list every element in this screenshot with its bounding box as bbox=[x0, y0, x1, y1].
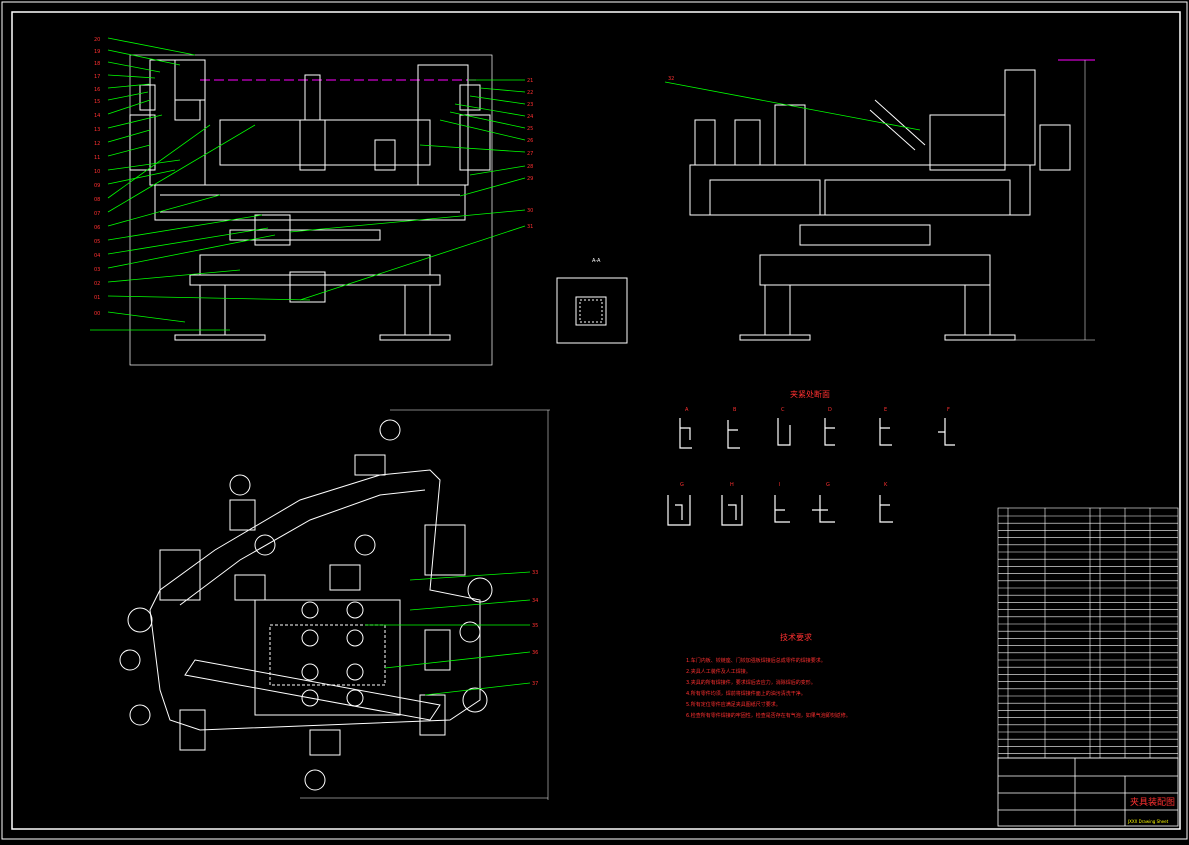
profile-letter: B bbox=[733, 407, 737, 413]
section-view-label: A-A bbox=[592, 258, 601, 264]
title-block bbox=[997, 757, 1179, 827]
svg-text:11: 11 bbox=[94, 155, 100, 161]
svg-text:08: 08 bbox=[94, 197, 100, 203]
svg-text:05: 05 bbox=[94, 239, 100, 245]
profile-letter: A bbox=[685, 407, 689, 413]
tech-requirements-title: 技术要求 bbox=[780, 632, 812, 642]
svg-text:33: 33 bbox=[532, 570, 538, 576]
svg-text:17: 17 bbox=[94, 74, 100, 80]
svg-text:16: 16 bbox=[94, 87, 100, 93]
tech-note-1: 1.车门内板、铰链座、门铰加强板焊接后总成零件的焊接要求。 bbox=[686, 657, 826, 664]
svg-text:29: 29 bbox=[527, 176, 533, 182]
front-view-leaders bbox=[90, 37, 526, 331]
svg-text:15: 15 bbox=[94, 99, 100, 105]
tech-note-6: 6.检查所有零件焊接的牢固性，检查是否存在有气泡，如果气泡即刻返修。 bbox=[686, 712, 851, 719]
svg-text:06: 06 bbox=[94, 225, 100, 231]
svg-text:07: 07 bbox=[94, 211, 100, 217]
svg-text:37: 37 bbox=[532, 681, 538, 687]
side-view-part-number: 32 bbox=[668, 76, 674, 82]
svg-text:12: 12 bbox=[94, 141, 100, 147]
svg-text:28: 28 bbox=[527, 164, 533, 170]
front-view-part-numbers: 20 19 18 17 16 15 14 13 12 11 10 09 08 07 06 05 04 0… bbox=[94, 37, 533, 317]
profile-letter: G bbox=[826, 482, 830, 488]
svg-text:25: 25 bbox=[527, 126, 533, 132]
top-view bbox=[119, 409, 550, 800]
sheet-inner-border bbox=[11, 11, 1181, 830]
profile-letter: H bbox=[730, 482, 734, 488]
svg-text:26: 26 bbox=[527, 138, 533, 144]
svg-text:20: 20 bbox=[94, 37, 100, 43]
svg-text:00: 00 bbox=[94, 311, 100, 317]
tech-note-4: 4.所有零件均须，焊前将焊接件面上的油污清洗干净。 bbox=[686, 690, 806, 697]
svg-text:35: 35 bbox=[532, 623, 538, 629]
profile-letter: G bbox=[680, 482, 684, 488]
svg-text:03: 03 bbox=[94, 267, 100, 273]
technical-requirements: 技术要求 1.车门内板、铰链座、门铰加强板焊接后总成零件的焊接要求。 2.夹具人… bbox=[686, 632, 851, 719]
svg-text:24: 24 bbox=[527, 114, 533, 120]
tech-note-2: 2.夹具人工装件及人工焊接。 bbox=[686, 668, 751, 675]
top-view-part-numbers: 33 34 35 36 37 bbox=[532, 570, 538, 687]
parts-list-table bbox=[997, 507, 1179, 759]
profile-letter: D bbox=[828, 407, 832, 413]
front-view bbox=[129, 54, 493, 366]
svg-text:34: 34 bbox=[532, 598, 538, 604]
svg-text:27: 27 bbox=[527, 151, 533, 157]
svg-text:10: 10 bbox=[94, 169, 100, 175]
profile-sections-title: 夹紧处断面 bbox=[790, 389, 830, 399]
side-view bbox=[689, 59, 1095, 341]
svg-text:19: 19 bbox=[94, 49, 100, 55]
svg-text:02: 02 bbox=[94, 281, 100, 287]
svg-text:22: 22 bbox=[527, 90, 533, 96]
profile-letter: F bbox=[947, 407, 950, 413]
svg-text:18: 18 bbox=[94, 61, 100, 67]
profile-letter: E bbox=[884, 407, 887, 413]
svg-text:31: 31 bbox=[527, 224, 533, 230]
section-view-aa: A-A bbox=[556, 258, 628, 344]
profile-letter: C bbox=[781, 407, 785, 413]
tech-note-5: 5.所有定位零件应满足夹具图纸尺寸要求。 bbox=[686, 701, 781, 708]
top-view-leaders bbox=[365, 571, 531, 696]
svg-text:30: 30 bbox=[527, 208, 533, 214]
profile-letter: I bbox=[779, 482, 780, 488]
title-block-company: JXXX Drawing Sheet bbox=[1127, 819, 1169, 824]
svg-text:04: 04 bbox=[94, 253, 100, 259]
svg-text:23: 23 bbox=[527, 102, 533, 108]
svg-text:36: 36 bbox=[532, 650, 538, 656]
svg-text:01: 01 bbox=[94, 295, 100, 301]
svg-text:09: 09 bbox=[94, 183, 100, 189]
profile-sections: 夹紧处断面 A B C D E F G H I G K bbox=[667, 389, 955, 526]
svg-text:21: 21 bbox=[527, 78, 533, 84]
title-block-drawing-name: 夹具装配图 bbox=[1130, 796, 1175, 808]
svg-text:13: 13 bbox=[94, 127, 100, 133]
svg-text:14: 14 bbox=[94, 113, 100, 119]
side-view-leader bbox=[664, 81, 921, 131]
tech-note-3: 3.夹具的所有焊接件，要求焊后去应力，消除焊后的变形。 bbox=[686, 679, 816, 686]
profile-letter: K bbox=[884, 482, 888, 488]
